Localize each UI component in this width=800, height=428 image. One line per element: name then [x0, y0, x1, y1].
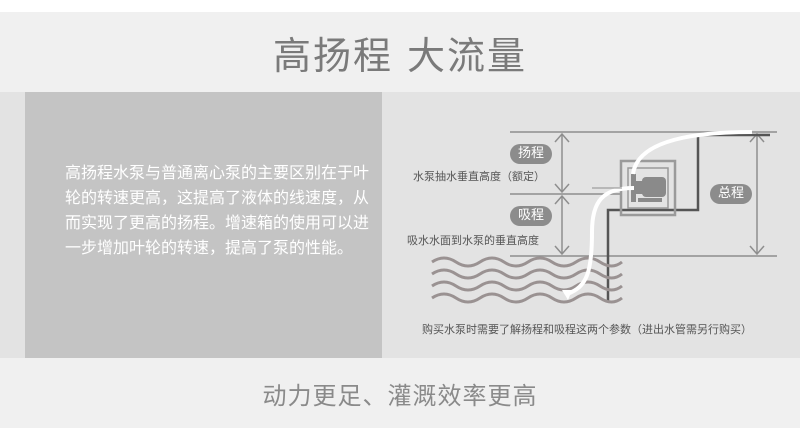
content-section: 高扬程水泵与普通离心泵的主要区别在于叶轮的转速更高，这提高了液体的线速度，从而实… [0, 92, 800, 358]
total-head-badge: 总程 [710, 184, 753, 204]
purchase-note: 购买水泵时需要了解扬程和吸程这两个参数（进出水管需另行购买） [422, 323, 752, 336]
pump-diagram-graphic [431, 130, 777, 304]
head-badge: 扬程 [510, 144, 553, 164]
description-panel: 高扬程水泵与普通离心泵的主要区别在于叶轮的转速更高，这提高了液体的线速度，从而实… [25, 92, 382, 358]
head-description: 水泵抽水垂直高度（额定） [413, 170, 545, 183]
suction-badge: 吸程 [510, 206, 553, 226]
header-banner: 高扬程 大流量 [0, 12, 800, 92]
page-title: 高扬程 大流量 [272, 33, 528, 78]
suction-description: 吸水水面到水泵的垂直高度 [407, 234, 539, 247]
description-text: 高扬程水泵与普通离心泵的主要区别在于叶轮的转速更高，这提高了液体的线速度，从而实… [65, 163, 370, 257]
top-strip [0, 0, 800, 12]
footer-banner: 动力更足、灌溉效率更高 [0, 358, 800, 428]
pump-diagram: 扬程 水泵抽水垂直高度（额定） 吸程 吸水水面到水泵的垂直高度 总程 购买水泵时… [382, 92, 800, 358]
tagline: 动力更足、灌溉效率更高 [262, 381, 538, 410]
